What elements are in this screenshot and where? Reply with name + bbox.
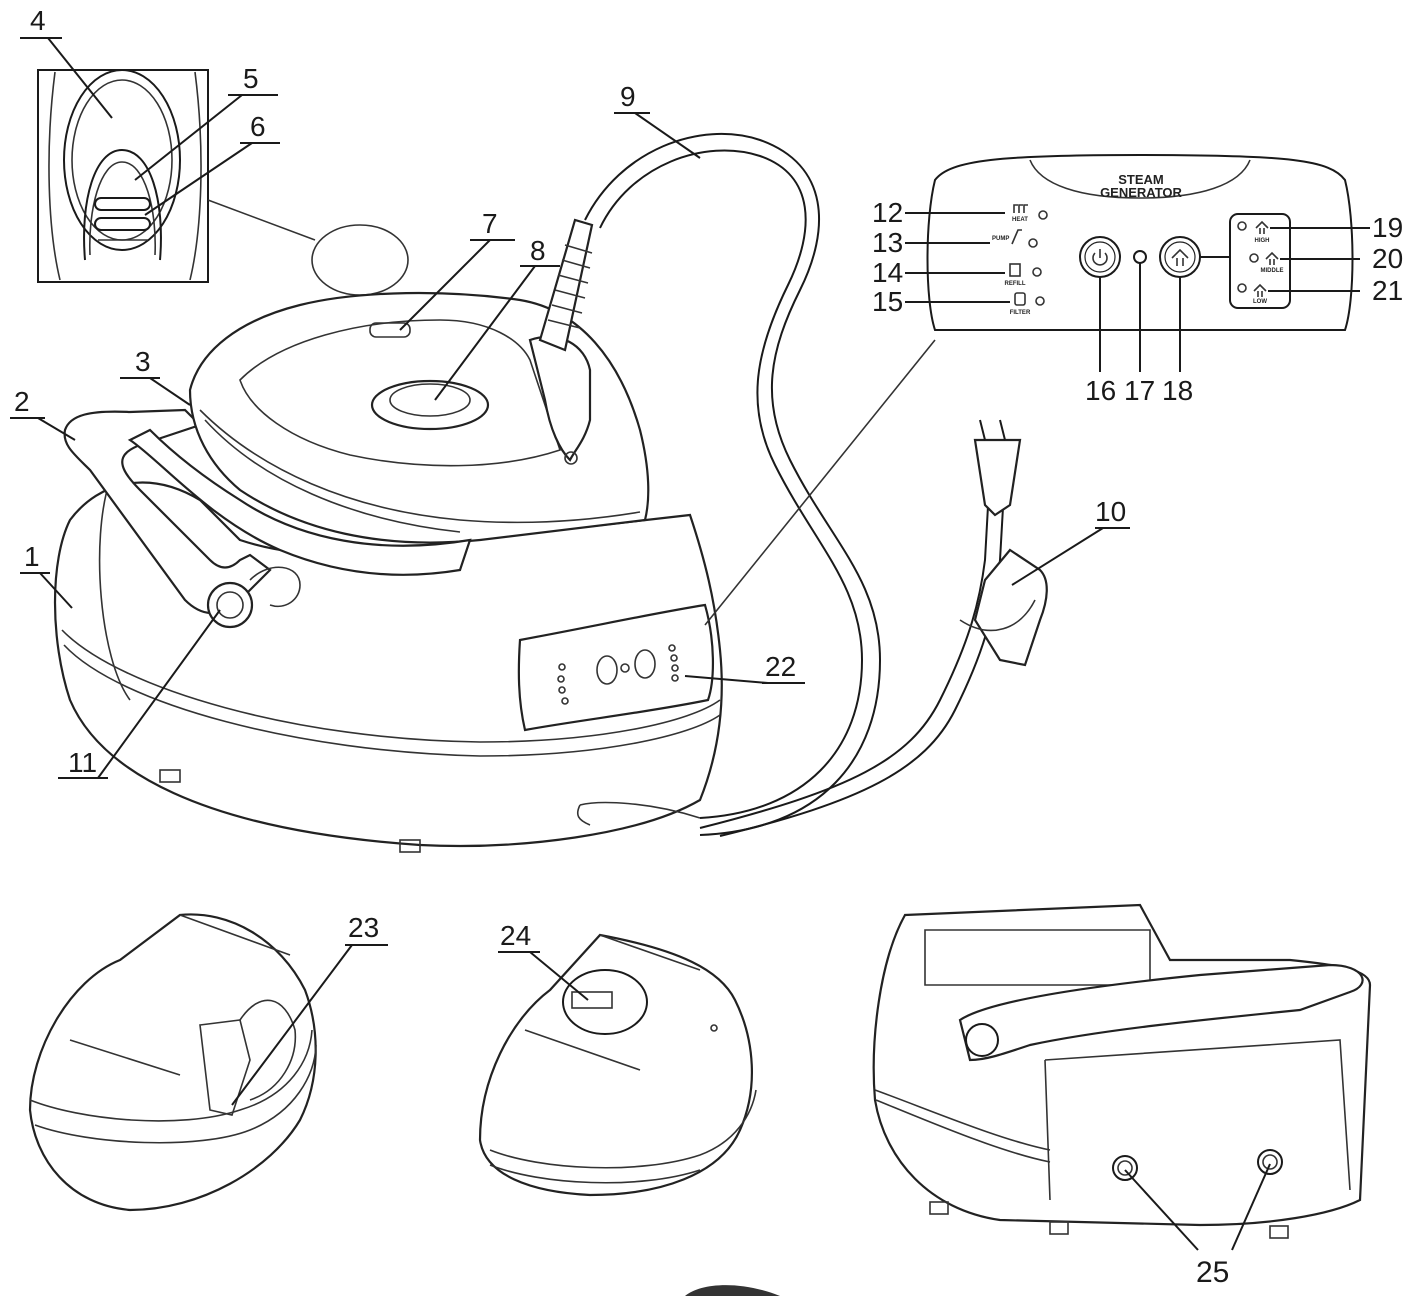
callout-15: 15 [872,286,903,317]
steam-middle-led [1249,253,1259,263]
refill-led [1032,267,1042,277]
lock-knob [206,581,254,629]
callout-14: 14 [872,257,903,288]
refill-icon [1009,263,1021,277]
callout-17: 17 [1124,375,1155,406]
carry-handle [63,408,272,615]
callout-3: 3 [135,346,151,377]
detail-inset [37,69,209,283]
steam-level-box [1229,213,1291,309]
pump-icon [1011,229,1022,245]
steam-high-led [1237,221,1247,231]
callout-1: 1 [24,541,40,572]
callout-numbers: 4 5 6 7 8 9 10 3 2 1 11 22 12 13 14 15 1… [14,5,1403,1289]
steam-middle-label: MIDDLE [1261,268,1284,274]
panel-title-line1: STEAM [1118,172,1164,187]
indicator-pump-label: PUMP [992,236,1009,242]
steam-icon [1171,248,1189,266]
steam-trigger [369,322,411,338]
power-led [1133,250,1147,264]
callout-16: 16 [1085,375,1116,406]
callout-24: 24 [500,920,531,951]
callout-10: 10 [1095,496,1126,527]
callout-25: 25 [1196,1256,1229,1289]
callout-11: 11 [68,747,97,778]
callout-5: 5 [243,63,259,94]
heat-icon [1013,204,1028,213]
callout-21: 21 [1372,275,1403,306]
panel-title-line2: GENERATOR [1100,185,1182,200]
rear-view-24 [478,933,757,1197]
heat-led [1038,210,1048,220]
temperature-dial [370,379,490,431]
cord-clip [973,548,1048,667]
steam-low-led [1237,283,1247,293]
steam-middle-icon [1265,251,1279,265]
callout-19: 19 [1372,212,1403,243]
callout-7: 7 [482,208,498,239]
callout-12: 12 [872,197,903,228]
steam-high-icon [1255,220,1269,234]
steam-button [1159,236,1201,278]
callout-13: 13 [872,227,903,258]
control-panel: STEAM GENERATOR HEAT PUMP REFILL FILTER [704,153,1354,626]
steam-low-icon [1253,283,1267,297]
leader-lines [10,37,1370,1251]
callout-23: 23 [348,912,379,943]
steam-high-label: HIGH [1255,238,1270,244]
pump-led [1028,238,1038,248]
main-unit [53,132,1048,853]
callout-8: 8 [530,235,546,266]
indicator-refill-label: REFILL [1005,281,1026,287]
callout-9: 9 [620,81,636,112]
underside-view-25 [872,903,1372,1239]
power-icon [1092,249,1108,266]
callout-22: 22 [765,651,796,682]
filter-icon [1014,292,1026,306]
detail-circle [311,224,409,296]
plug [973,438,1022,517]
indicator-heat-label: HEAT [1012,217,1028,223]
callout-2: 2 [14,386,30,417]
callout-4: 4 [30,5,46,36]
callout-6: 6 [250,111,266,142]
callout-18: 18 [1162,375,1193,406]
filter-led [1035,296,1045,306]
rear-view-23 [28,913,317,1212]
steam-low-label: LOW [1253,299,1267,305]
callout-20: 20 [1372,243,1403,274]
partial-shape [685,1285,780,1296]
indicator-filter-label: FILTER [1010,310,1031,316]
